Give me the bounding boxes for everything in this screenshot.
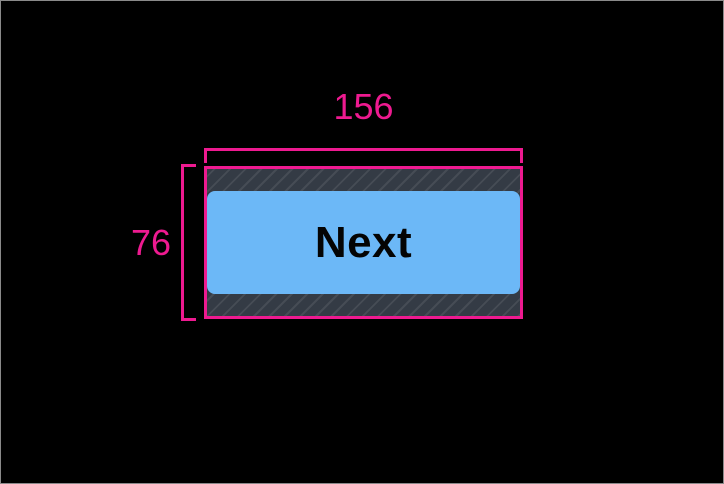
next-button[interactable]: Next xyxy=(207,191,520,294)
element-bounding-box-highlight: Next xyxy=(204,166,523,319)
width-bracket-tick-right xyxy=(520,148,523,163)
height-bracket-tick-bottom xyxy=(181,318,196,321)
width-dimension-bracket xyxy=(204,148,523,163)
height-dimension-label: 76 xyxy=(130,222,171,263)
height-bracket-bar xyxy=(181,164,184,321)
height-dimension-bracket xyxy=(181,164,196,321)
width-bracket-bar xyxy=(204,148,523,151)
width-dimension-label: 156 xyxy=(333,86,394,127)
width-bracket-tick-left xyxy=(204,148,207,163)
next-button-label: Next xyxy=(314,217,413,267)
height-bracket-tick-top xyxy=(181,164,196,167)
